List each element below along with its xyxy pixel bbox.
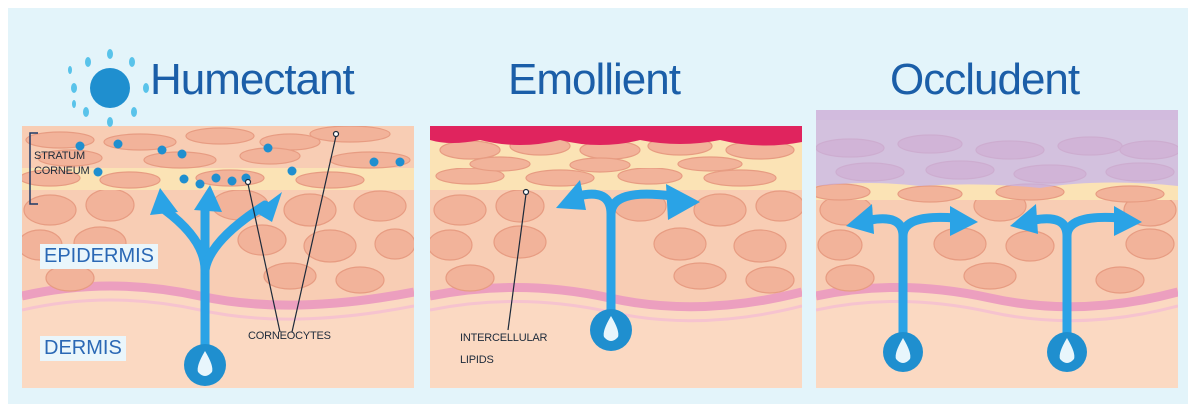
occludent-panel (810, 110, 1180, 388)
occludent-drop-icon-left (883, 332, 923, 372)
lipids-label: LIPIDS (460, 354, 494, 366)
water-sun-icon (68, 49, 149, 127)
humectant-title: Humectant (150, 50, 354, 110)
dermis-label: DERMIS (40, 336, 126, 361)
stratum-label: STRATUM (34, 150, 85, 162)
occludent-layer (816, 110, 1178, 188)
emollient-title: Emollient (508, 50, 680, 110)
humectant-drop-icon (184, 344, 226, 386)
occludent-title: Occludent (890, 50, 1079, 110)
corneum-label: CORNEUM (34, 165, 89, 177)
occludent-drop-icon-right (1047, 332, 1087, 372)
corneocytes-label: CORNEOCYTES (248, 330, 331, 342)
emollient-drop-icon (590, 309, 632, 351)
epidermis-label: EPIDERMIS (40, 244, 158, 269)
intercellular-label: INTERCELLULAR (460, 332, 547, 344)
